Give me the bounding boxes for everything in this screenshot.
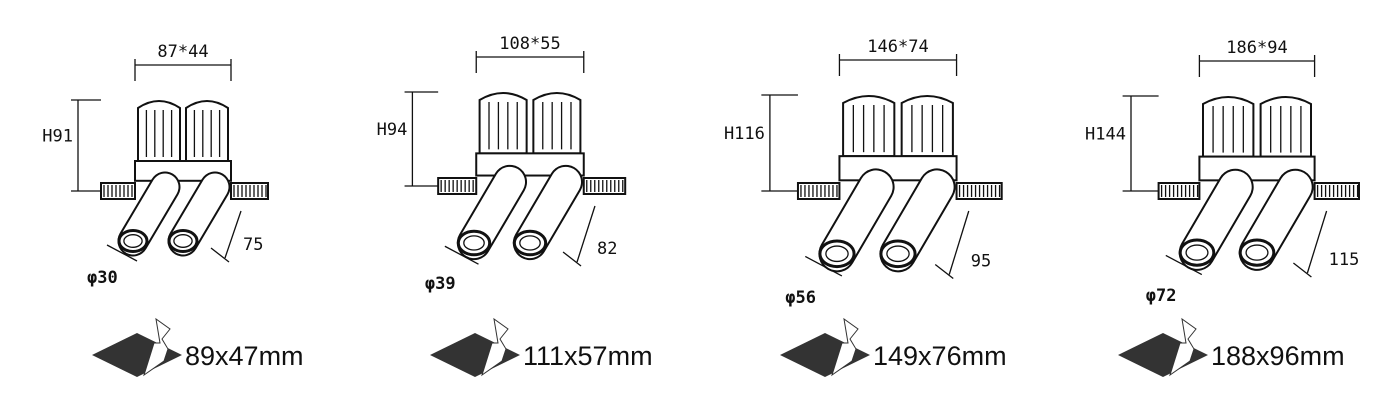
- height-label: H94: [377, 120, 408, 140]
- spotlight-tube: [1238, 168, 1314, 271]
- lens-ring: [879, 239, 917, 269]
- lens: [463, 235, 485, 251]
- driver-housing: [478, 92, 528, 155]
- ceiling-plane: [430, 333, 520, 377]
- driver-housing: [1259, 96, 1312, 158]
- lens-ring: [1238, 238, 1276, 267]
- cutout-dimension-label: 87*44: [157, 42, 208, 62]
- lens-ring: [1178, 238, 1216, 267]
- driver-housing: [900, 95, 954, 158]
- lens: [123, 234, 143, 248]
- spotlight-tube: [512, 164, 584, 261]
- spotlight-tube: [117, 171, 181, 257]
- diameter-dimension-line: [106, 244, 138, 262]
- tube-length-label: 95: [971, 252, 991, 272]
- length-dimension-line: [576, 205, 596, 263]
- tube-length-label: 82: [597, 239, 617, 259]
- height-label: H144: [1085, 125, 1126, 145]
- ceiling-cutout-icon: [1118, 317, 1208, 377]
- lens-ring: [167, 229, 199, 253]
- tube-length-label: 115: [1329, 250, 1360, 270]
- lens: [519, 235, 541, 251]
- height-label: H116: [724, 124, 765, 144]
- spotlight-tube: [879, 168, 956, 273]
- tube-diameter-label: φ39: [425, 274, 456, 294]
- cutout-size-label: 188x96mm: [1211, 341, 1345, 371]
- height-label: H91: [42, 127, 73, 147]
- dimension-tick: [934, 263, 954, 280]
- length-dimension-line: [948, 210, 970, 275]
- lens: [1245, 244, 1269, 261]
- ceiling-cutout-icon: [92, 317, 182, 377]
- cutout-notch: [143, 317, 171, 377]
- lens: [1185, 244, 1209, 261]
- lens-ring: [818, 239, 856, 269]
- diameter-dimension-line: [804, 255, 843, 277]
- ceiling-section: [100, 182, 136, 200]
- cutout-size-label: 89x47mm: [185, 341, 304, 371]
- lens-ring: [512, 229, 548, 257]
- cutout-dimension-label: 186*94: [1226, 38, 1287, 58]
- dimension-tick: [1293, 262, 1312, 278]
- ceiling-plane: [1118, 333, 1208, 377]
- diameter-dimension-line: [444, 245, 479, 265]
- cutout-notch: [481, 317, 509, 377]
- lens: [886, 245, 910, 263]
- ceiling-cutout-icon: [780, 317, 870, 377]
- dimension-tick: [562, 251, 582, 267]
- lens-ring: [456, 229, 492, 257]
- driver-housing: [842, 95, 896, 158]
- driver-housing: [185, 100, 229, 162]
- cutout-dimension-label: 108*55: [499, 34, 560, 54]
- driver-housing: [532, 92, 582, 155]
- cutout-dimension-label: 146*74: [867, 37, 928, 57]
- lens: [173, 234, 193, 248]
- diameter-dimension-line: [1165, 254, 1203, 276]
- length-dimension-line: [224, 210, 242, 259]
- ceiling-plane: [92, 333, 182, 377]
- cutout-size-label: 111x57mm: [523, 341, 653, 371]
- spotlight-tube: [167, 171, 231, 257]
- tube-diameter-label: φ30: [87, 268, 118, 288]
- cutout-size-label: 149x76mm: [873, 341, 1007, 371]
- length-dimension-line: [1306, 210, 1328, 274]
- spotlight-tube: [818, 168, 895, 273]
- tube-length-label: 75: [243, 235, 263, 255]
- dimension-tick: [210, 247, 230, 263]
- cutout-notch: [1169, 317, 1197, 377]
- driver-housing: [1202, 96, 1255, 158]
- spotlight-tube: [1178, 168, 1254, 271]
- driver-housing: [137, 100, 181, 162]
- lens-ring: [117, 229, 149, 253]
- ceiling-plane: [780, 333, 870, 377]
- tube-diameter-label: φ56: [785, 288, 816, 308]
- tube-diameter-label: φ72: [1146, 286, 1177, 306]
- spotlight-tube: [456, 164, 528, 261]
- cutout-notch: [831, 317, 859, 377]
- ceiling-cutout-icon: [430, 317, 520, 377]
- lens: [825, 245, 849, 263]
